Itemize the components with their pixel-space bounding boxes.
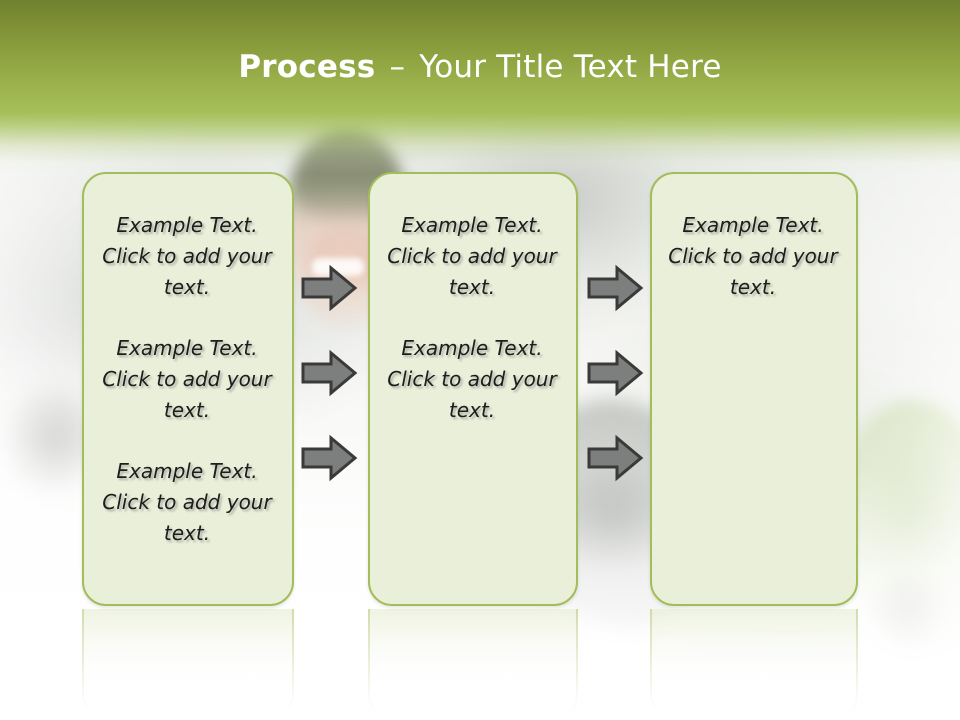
page-title-dash: – bbox=[389, 49, 406, 85]
page-title-bold: Process bbox=[238, 49, 376, 85]
arrow-right-icon[interactable] bbox=[586, 349, 644, 397]
placeholder-text[interactable]: Example Text. Click to add your text. bbox=[102, 336, 272, 422]
process-step-box-1[interactable]: Example Text. Click to add your text. Ex… bbox=[82, 172, 294, 606]
arrows-step2-to-step3 bbox=[586, 264, 644, 482]
placeholder-text[interactable]: Example Text. Click to add your text. bbox=[102, 213, 272, 299]
process-step-box-3[interactable]: Example Text. Click to add your text. bbox=[650, 172, 858, 606]
process-step-box-3-content: Example Text. Click to add your text. bbox=[652, 174, 856, 303]
arrow-right-icon[interactable] bbox=[300, 264, 358, 312]
process-step-box-2-content: Example Text. Click to add your text. Ex… bbox=[370, 174, 576, 426]
blurred-smile bbox=[312, 258, 364, 276]
process-step-box-2[interactable]: Example Text. Click to add your text. Ex… bbox=[368, 172, 578, 606]
box-reflection-3 bbox=[650, 609, 858, 719]
process-step-box-1-content: Example Text. Click to add your text. Ex… bbox=[84, 174, 292, 549]
arrow-right-icon[interactable] bbox=[300, 349, 358, 397]
placeholder-text[interactable]: Example Text. Click to add your text. bbox=[387, 336, 557, 422]
title-banner bbox=[0, 0, 960, 112]
page-title-rest: Your Title Text Here bbox=[419, 49, 722, 85]
arrow-right-icon[interactable] bbox=[300, 434, 358, 482]
box-reflection-2 bbox=[368, 609, 578, 719]
arrow-right-icon[interactable] bbox=[586, 434, 644, 482]
page-title: Process – Your Title Text Here bbox=[0, 48, 960, 86]
placeholder-text[interactable]: Example Text. Click to add your text. bbox=[668, 213, 838, 299]
placeholder-text[interactable]: Example Text. Click to add your text. bbox=[387, 213, 557, 299]
box-reflection-1 bbox=[82, 609, 294, 719]
title-banner-fade bbox=[0, 112, 960, 174]
arrow-right-icon[interactable] bbox=[586, 264, 644, 312]
placeholder-text[interactable]: Example Text. Click to add your text. bbox=[102, 459, 272, 545]
arrows-step1-to-step2 bbox=[300, 264, 358, 482]
